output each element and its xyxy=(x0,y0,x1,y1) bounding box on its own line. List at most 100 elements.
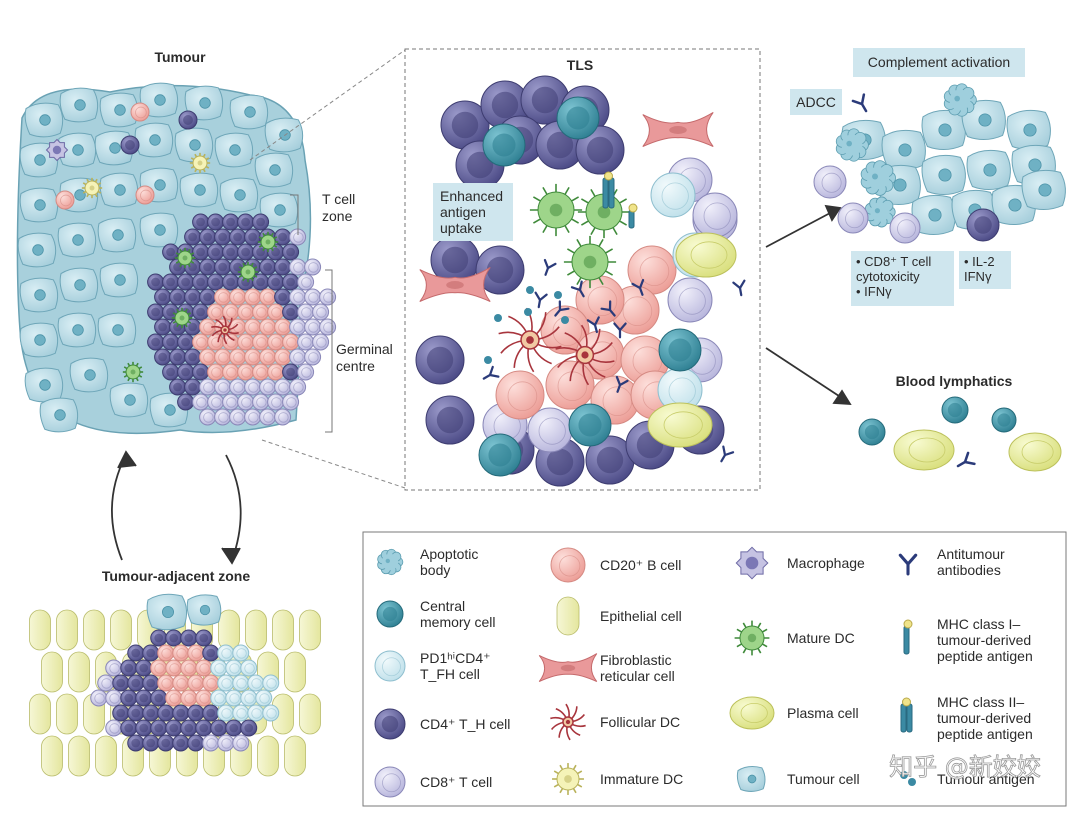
tumour-cell xyxy=(59,87,99,123)
epithelial-cell xyxy=(41,651,63,693)
apoptotic-body xyxy=(860,160,896,196)
tls-title: TLS xyxy=(567,57,593,73)
antitumour-antibody xyxy=(631,278,645,296)
cd4-th-cell xyxy=(192,273,210,291)
cd8-t-cell xyxy=(202,734,220,752)
tumour-cell xyxy=(264,117,304,153)
tfh-cell xyxy=(262,674,280,692)
epithelial-cell xyxy=(299,693,321,735)
cd8-t-cell xyxy=(304,318,322,336)
cd4-th-cell xyxy=(147,333,165,351)
antitumour-antibody xyxy=(570,280,585,298)
legend-label: Mature DC xyxy=(787,630,855,646)
tumour-cell xyxy=(139,212,179,248)
b-cell xyxy=(244,288,262,306)
epithelial-cell xyxy=(272,609,294,651)
legend-item: Tumour cell xyxy=(736,766,860,792)
cd4-th-cell xyxy=(214,228,232,246)
plasma-cell xyxy=(675,232,737,278)
cd8-t-cell xyxy=(259,378,277,396)
central-memory-cell xyxy=(941,396,969,424)
cd4-th-cell xyxy=(207,213,225,231)
legend-label: Tumour cell xyxy=(787,771,860,787)
b-cell xyxy=(274,348,292,366)
antitumour-antibody xyxy=(554,300,570,317)
cd4-th-cell xyxy=(267,273,285,291)
b-cell xyxy=(229,288,247,306)
cd8-t-cell xyxy=(274,408,292,426)
cd8-t-cell xyxy=(222,393,240,411)
b-cell xyxy=(229,348,247,366)
mature-dc xyxy=(257,231,279,253)
arrow-to-complement xyxy=(765,211,833,248)
legend-item: CD8⁺ T cell xyxy=(374,766,492,798)
zoom-line-bottom xyxy=(261,439,406,489)
tumour-cell xyxy=(921,109,966,151)
b-cell xyxy=(195,689,213,707)
legend-item: Macrophage xyxy=(735,546,865,580)
b-cell xyxy=(214,348,232,366)
b-cell xyxy=(199,318,217,336)
cd4-th-cell xyxy=(127,734,145,752)
tfh-cell xyxy=(217,704,235,722)
cd4-th-cell xyxy=(177,393,195,411)
legend-item: PD1ʰⁱCD4⁺T_FH cell xyxy=(374,650,491,682)
cd4-th-cell xyxy=(207,243,225,261)
tumour-cell xyxy=(1006,109,1051,151)
cd4-th-cell xyxy=(169,348,187,366)
b-cell xyxy=(259,348,277,366)
follicular-dc xyxy=(555,324,615,386)
cd4-th-cell xyxy=(162,333,180,351)
legend-item: CD4⁺ T_H cell xyxy=(374,708,510,740)
cd4-th-cell xyxy=(274,258,292,276)
cd4-th-cell xyxy=(425,395,475,445)
central-memory-cell xyxy=(482,123,526,167)
epithelial-cell xyxy=(299,609,321,651)
b-cell xyxy=(222,363,240,381)
epithelial-cell-icon xyxy=(556,596,580,636)
cd4-th-cell xyxy=(192,213,210,231)
cd4-th-cell xyxy=(282,243,300,261)
mature-dc xyxy=(237,261,259,283)
apoptotic-body xyxy=(835,128,869,162)
legend-item: CD20⁺ B cell xyxy=(550,547,681,583)
tfh-cell xyxy=(247,704,265,722)
blood-lymphatics-title: Blood lymphatics xyxy=(896,373,1013,389)
cd8-t-cell xyxy=(199,378,217,396)
germinal-centre-bracket xyxy=(325,269,333,433)
cd4-th-cell xyxy=(202,644,220,662)
b-cell xyxy=(222,333,240,351)
b-cell xyxy=(267,363,285,381)
enhanced-uptake-label: Enhanced antigen uptake xyxy=(440,188,507,236)
cd4-th-cell xyxy=(127,674,145,692)
tumour-immune-aggregate xyxy=(45,102,337,426)
zoom-line-top xyxy=(249,49,406,161)
tumour-cell xyxy=(57,222,97,258)
b-cell xyxy=(202,674,220,692)
arrowhead-lymphatics xyxy=(832,389,852,406)
tumour-cell xyxy=(184,85,224,121)
b-cell xyxy=(244,318,262,336)
cd4-th-cell xyxy=(147,273,165,291)
epithelial-cell xyxy=(83,609,105,651)
mature-dc-icon xyxy=(734,620,770,656)
b-cell xyxy=(199,348,217,366)
plasma-cell xyxy=(1008,432,1062,472)
cd4-th-cell xyxy=(112,704,130,722)
cd8-t-cell xyxy=(229,408,247,426)
cd8-t-cell xyxy=(232,734,250,752)
epithelial-cell xyxy=(68,651,90,693)
tumour-cell xyxy=(57,312,97,348)
b-cell xyxy=(207,363,225,381)
epithelial-cell xyxy=(110,609,132,651)
cd8-t-cell xyxy=(214,408,232,426)
cd4-th-cell xyxy=(150,629,168,647)
il2-label: • IL-2 IFNγ xyxy=(964,254,998,284)
cd8-t-cell xyxy=(252,393,270,411)
b-cell xyxy=(150,659,168,677)
